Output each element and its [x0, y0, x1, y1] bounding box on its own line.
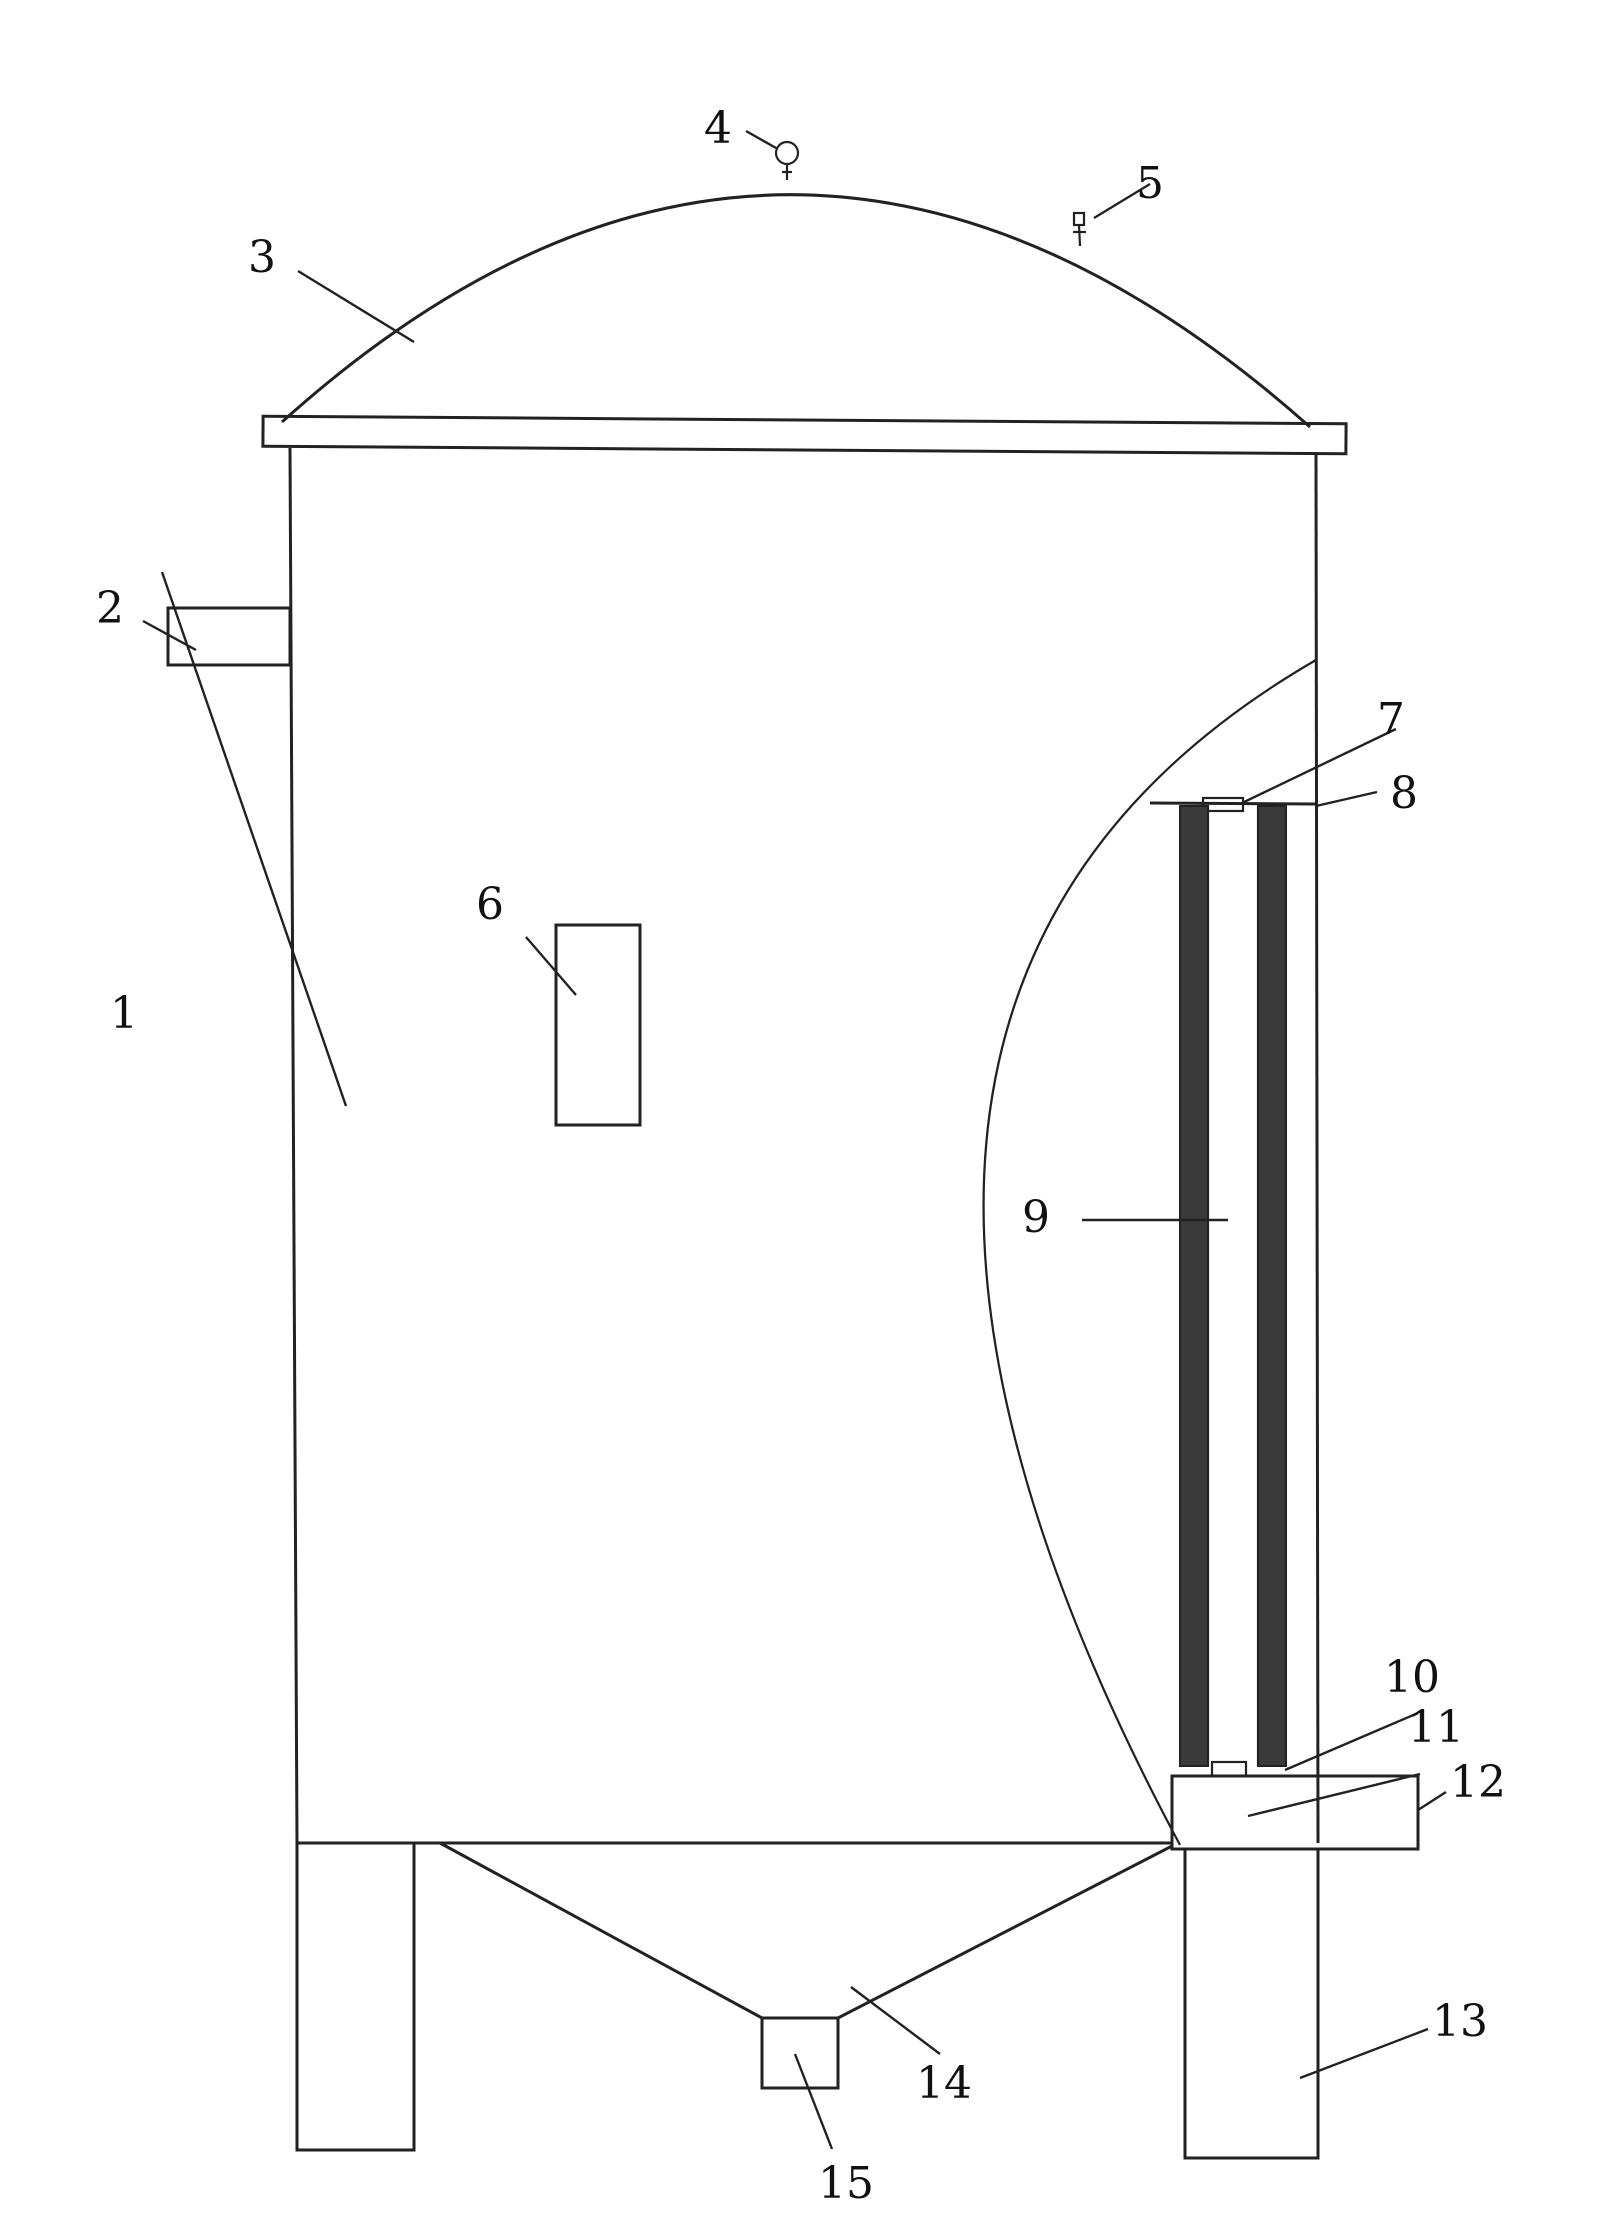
tube-cap: [1201, 796, 1245, 813]
cutaway-arc: [982, 659, 1317, 1846]
drain-outlet: [760, 2016, 840, 2090]
filter-tube: [1179, 805, 1287, 1767]
label-1: 1: [110, 988, 138, 1039]
label-14: 14: [916, 2058, 972, 2109]
label-6: 6: [476, 879, 504, 930]
label-7: 7: [1377, 694, 1405, 745]
tank-body: [288, 447, 1320, 1844]
label-15: 15: [818, 2158, 874, 2209]
label-3: 3: [248, 232, 276, 283]
conical-hopper: [439, 1841, 1173, 2020]
vent-valve: [1072, 211, 1086, 247]
label-4: 4: [704, 103, 732, 154]
inlet-pipe: [166, 606, 292, 667]
label-12: 12: [1450, 1757, 1506, 1808]
label-13: 13: [1432, 1996, 1488, 2047]
tube-plug: [1210, 1760, 1248, 1778]
flange-ring: [261, 414, 1348, 456]
label-10: 10: [1384, 1652, 1440, 1703]
left-leg: [295, 1843, 416, 2152]
top-plate: [1149, 801, 1317, 806]
dome-lid: [280, 193, 1311, 429]
part-labels: 1 2 3 4 5 6 7 8 9 10 11 12 13 14 15: [96, 103, 1506, 2209]
label-2: 2: [96, 583, 124, 634]
right-leg: [1183, 1849, 1320, 2160]
outlet-box: [1170, 1774, 1420, 1851]
label-8: 8: [1390, 768, 1418, 819]
label-11: 11: [1408, 1702, 1464, 1753]
leader-lines: [142, 129, 1447, 2150]
sight-window: [554, 923, 642, 1127]
label-5: 5: [1136, 158, 1164, 209]
label-9: 9: [1022, 1192, 1050, 1243]
pressure-gauge: [774, 140, 800, 180]
